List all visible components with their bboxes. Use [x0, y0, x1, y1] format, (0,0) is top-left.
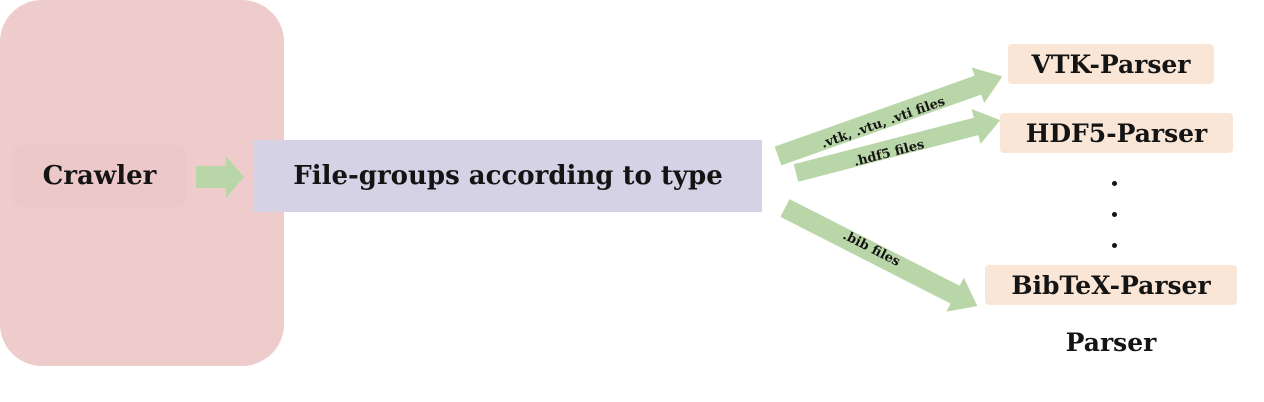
ellipsis-dot — [1112, 243, 1117, 248]
hdf5-parser-node: HDF5-Parser — [1000, 113, 1233, 153]
vtk-parser-node: VTK-Parser — [1008, 44, 1214, 84]
crawler-label: Crawler — [42, 161, 157, 191]
file-groups-label: File-groups according to type — [293, 161, 723, 191]
ellipsis-dot — [1112, 212, 1117, 217]
arrow-to-vtk-parser — [774, 67, 1003, 166]
arrow-to-bibtex-parser — [780, 199, 978, 312]
crawler-node: Crawler — [12, 145, 187, 207]
hdf5-parser-label: HDF5-Parser — [1025, 118, 1208, 148]
arrow-crawler-to-filegroups — [196, 156, 244, 198]
bibtex-parser-label: BibTeX-Parser — [1011, 270, 1211, 300]
parser-group-label: Parser — [1065, 328, 1157, 357]
ellipsis-dot — [1112, 181, 1117, 186]
bibtex-parser-node: BibTeX-Parser — [985, 265, 1237, 305]
file-groups-node: File-groups according to type — [254, 140, 762, 212]
arrow-to-hdf5-parser — [793, 109, 1001, 182]
vtk-parser-label: VTK-Parser — [1031, 49, 1191, 79]
